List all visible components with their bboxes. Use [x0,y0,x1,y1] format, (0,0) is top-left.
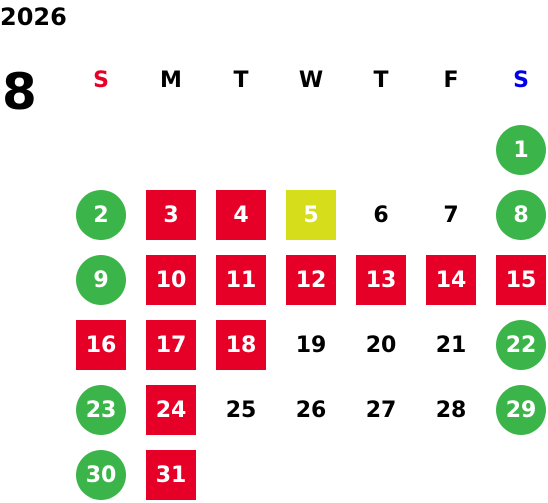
calendar-day[interactable]: 2 [76,190,126,240]
calendar-day[interactable]: 26 [295,397,327,423]
calendar-day[interactable]: 16 [76,320,126,370]
calendar-year: 2026 [0,3,67,31]
calendar-day[interactable]: 31 [146,450,196,500]
calendar-month: 8 [2,63,37,121]
calendar-day[interactable]: 28 [435,397,467,423]
calendar-day[interactable]: 9 [76,255,126,305]
calendar-day[interactable]: 11 [216,255,266,305]
weekday-label: M [160,68,182,93]
calendar-day[interactable]: 15 [496,255,546,305]
calendar-day[interactable]: 25 [225,397,257,423]
weekday-label: S [513,68,529,93]
weekday-label: T [233,68,249,93]
weekday-label: F [443,68,459,93]
calendar-day[interactable]: 30 [76,450,126,500]
calendar-day[interactable]: 18 [216,320,266,370]
calendar-day[interactable]: 8 [496,190,546,240]
calendar-day[interactable]: 23 [76,385,126,435]
calendar-day[interactable]: 20 [365,332,397,358]
calendar-day[interactable]: 7 [443,202,459,228]
weekday-label: S [93,68,109,93]
calendar-day[interactable]: 24 [146,385,196,435]
calendar-day[interactable]: 6 [373,202,389,228]
calendar-day[interactable]: 5 [286,190,336,240]
calendar-day[interactable]: 13 [356,255,406,305]
calendar-day[interactable]: 4 [216,190,266,240]
calendar-day[interactable]: 1 [496,125,546,175]
calendar-day[interactable]: 14 [426,255,476,305]
calendar-day[interactable]: 29 [496,385,546,435]
calendar-day[interactable]: 17 [146,320,196,370]
weekday-label: T [373,68,389,93]
calendar-day[interactable]: 12 [286,255,336,305]
calendar-day[interactable]: 21 [435,332,467,358]
calendar-day[interactable]: 19 [295,332,327,358]
calendar-day[interactable]: 3 [146,190,196,240]
calendar-day[interactable]: 10 [146,255,196,305]
calendar-day[interactable]: 27 [365,397,397,423]
calendar-day[interactable]: 22 [496,320,546,370]
weekday-label: W [298,68,324,93]
